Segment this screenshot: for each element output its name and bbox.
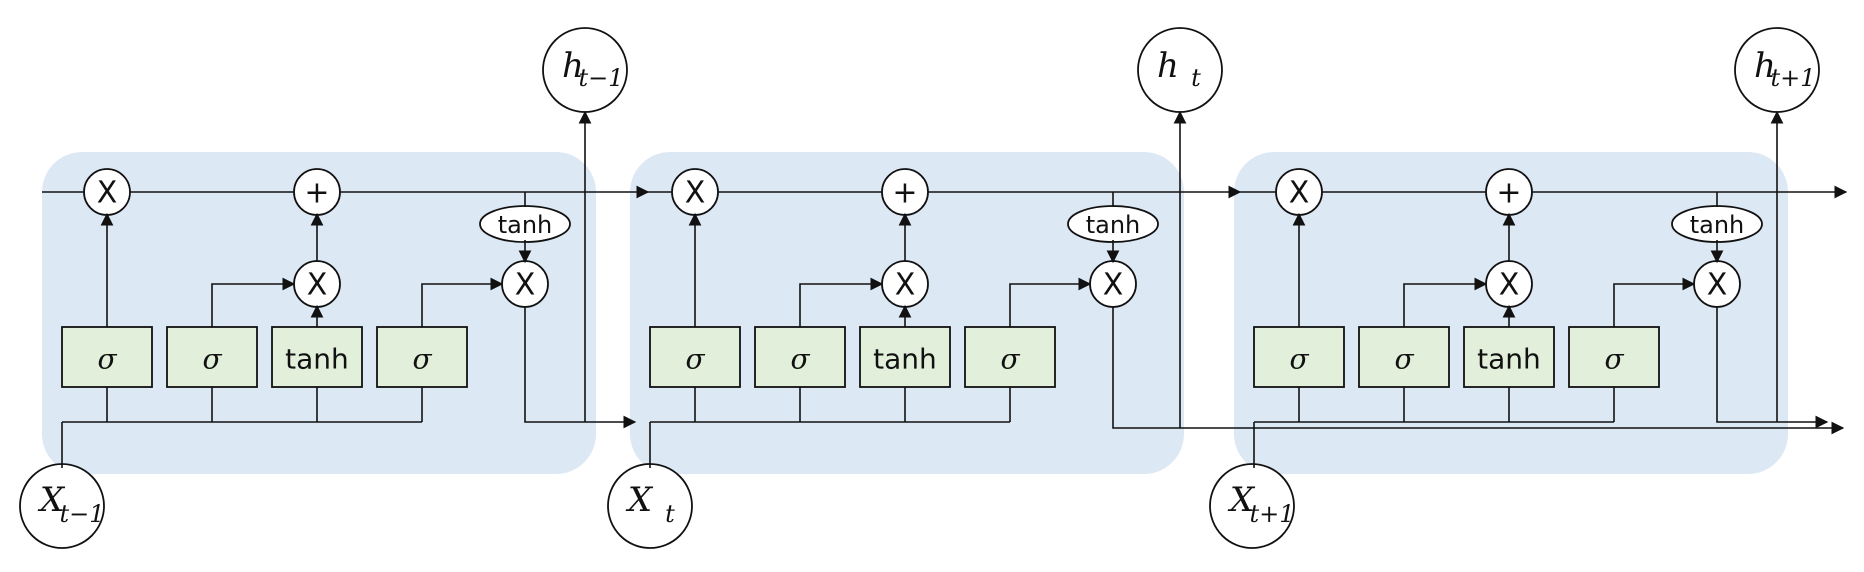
- cell-tanh-label: tanh: [1690, 211, 1745, 239]
- forget-multiply: X: [83, 168, 131, 216]
- add-operator-symbol: +: [1496, 176, 1521, 211]
- cell-tanh: tanh: [1067, 205, 1159, 243]
- input-node: Xt+1: [1209, 463, 1295, 549]
- input-node-base: X: [37, 480, 66, 520]
- gate-label: σ: [202, 343, 222, 376]
- output-node-base: h: [562, 46, 584, 86]
- input-multiply-symbol: X: [895, 268, 916, 303]
- gate-label: σ: [412, 343, 432, 376]
- output-node-circle: [1137, 27, 1223, 113]
- gate-box: [859, 326, 951, 388]
- input-node-base: X: [1227, 480, 1256, 520]
- input-node-circle: [1209, 463, 1295, 549]
- gate-label: σ: [1289, 343, 1309, 376]
- sigma-gate: σ: [754, 326, 846, 388]
- gate-label: tanh: [285, 343, 349, 376]
- hidden-out-line: [524, 306, 637, 429]
- cell-tanh-label: tanh: [1086, 211, 1141, 239]
- gate-box: [964, 326, 1056, 388]
- input-node-sub: t+1: [1249, 500, 1294, 528]
- gate-label: σ: [1604, 343, 1624, 376]
- sigma-gate: σ: [1568, 326, 1660, 388]
- gate-box: [1568, 326, 1660, 388]
- gate-label: σ: [685, 343, 705, 376]
- input-node-sub: t: [665, 500, 675, 528]
- forget-multiply-symbol: X: [1289, 176, 1310, 211]
- output-node-sub: t−1: [578, 64, 623, 92]
- cell-tanh-label: tanh: [498, 211, 553, 239]
- output-gate-line: [421, 277, 504, 327]
- output-multiply: X: [1693, 260, 1741, 308]
- input-multiply-symbol: X: [307, 268, 328, 303]
- input-multiply: X: [293, 260, 341, 308]
- output-multiply-symbol: X: [1103, 268, 1124, 303]
- output-node-sub: t: [1191, 64, 1201, 92]
- forget-multiply: X: [1275, 168, 1323, 216]
- add-operator-symbol: +: [892, 176, 917, 211]
- cell-tanh: tanh: [479, 205, 571, 243]
- gate-box: [1358, 326, 1450, 388]
- sigma-gate: σ: [166, 326, 258, 388]
- output-node-sub: t+1: [1770, 64, 1815, 92]
- forget-multiply-symbol: X: [685, 176, 706, 211]
- input-multiply: X: [881, 260, 929, 308]
- input-gate-line: [1403, 277, 1488, 327]
- tanh-gate: tanh: [859, 326, 951, 388]
- input-node-base: X: [625, 480, 654, 520]
- sigma-gate: σ: [376, 326, 468, 388]
- gate-label: σ: [1394, 343, 1414, 376]
- output-multiply-symbol: X: [515, 268, 536, 303]
- gate-label: σ: [1000, 343, 1020, 376]
- gate-box: [754, 326, 846, 388]
- add-operator: +: [293, 168, 341, 216]
- output-node: ht+1: [1734, 27, 1820, 113]
- output-node-base: h: [1754, 46, 1776, 86]
- sigma-gate: σ: [649, 326, 741, 388]
- gate-label: σ: [790, 343, 810, 376]
- tanh-gate: tanh: [271, 326, 363, 388]
- forget-multiply-symbol: X: [97, 176, 118, 211]
- output-node: ht−1: [542, 27, 628, 113]
- tanh-gate: tanh: [1463, 326, 1555, 388]
- gate-box: [376, 326, 468, 388]
- output-node-base: h: [1157, 46, 1179, 86]
- cell-tanh: tanh: [1671, 205, 1763, 243]
- sigma-gate: σ: [964, 326, 1056, 388]
- input-gate-line: [211, 277, 296, 327]
- forget-multiply: X: [671, 168, 719, 216]
- hidden-out-line: [1716, 306, 1829, 429]
- input-node: Xt−1: [19, 463, 105, 549]
- input-node-sub: t−1: [59, 500, 104, 528]
- gate-box: [1463, 326, 1555, 388]
- input-multiply: X: [1485, 260, 1533, 308]
- gate-label: tanh: [1477, 343, 1541, 376]
- gate-label: tanh: [873, 343, 937, 376]
- gate-label: σ: [97, 343, 117, 376]
- output-gate-line: [1613, 277, 1696, 327]
- add-operator: +: [1485, 168, 1533, 216]
- input-gate-line: [799, 277, 884, 327]
- gate-box: [61, 326, 153, 388]
- output-multiply-symbol: X: [1707, 268, 1728, 303]
- add-operator-symbol: +: [304, 176, 329, 211]
- sigma-gate: σ: [61, 326, 153, 388]
- sigma-gate: σ: [1253, 326, 1345, 388]
- sigma-gate: σ: [1358, 326, 1450, 388]
- output-gate-line: [1009, 277, 1092, 327]
- output-multiply: X: [501, 260, 549, 308]
- output-multiply: X: [1089, 260, 1137, 308]
- hidden-out-line: [1112, 306, 1845, 435]
- add-operator: +: [881, 168, 929, 216]
- input-multiply-symbol: X: [1499, 268, 1520, 303]
